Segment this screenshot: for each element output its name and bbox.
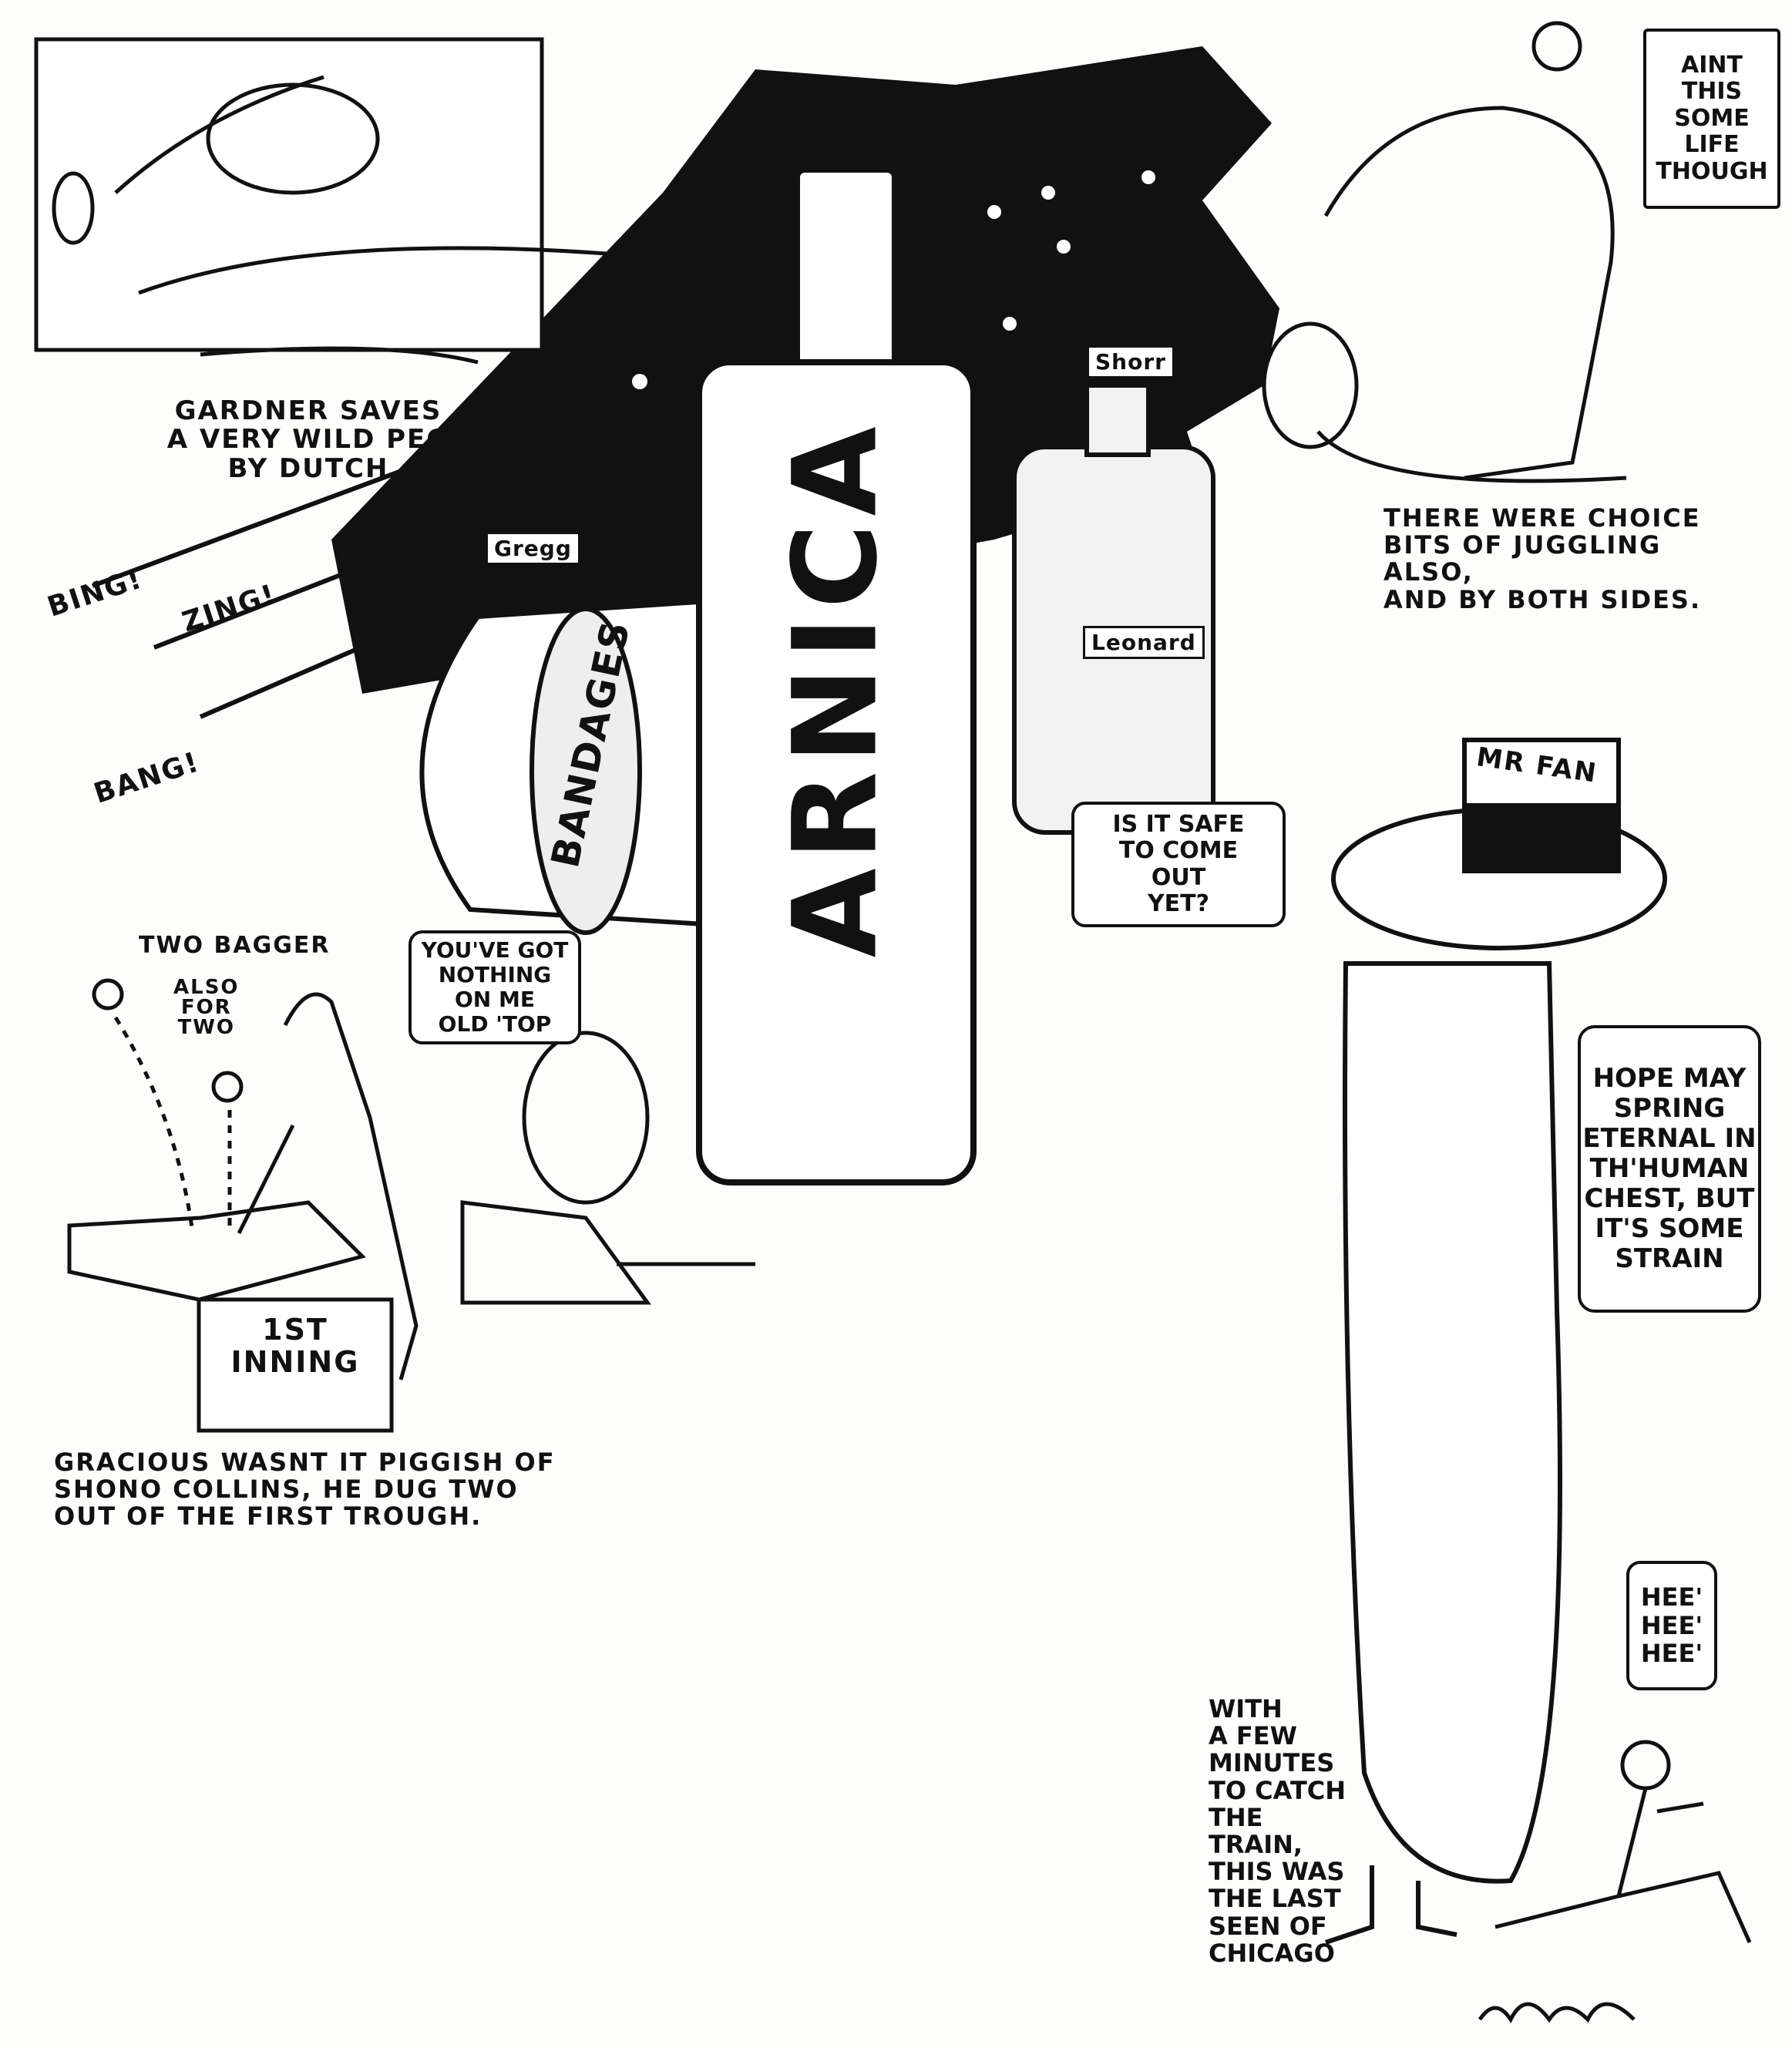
caption-line: seen of [1209, 1911, 1327, 1941]
bottle-label-arnica: Arnica [768, 419, 903, 958]
label-shorr: Shorr [1087, 345, 1175, 378]
bubble-line: Aint [1681, 51, 1743, 79]
caption-line: a very wild peg [166, 424, 450, 456]
streak-lines [91, 360, 718, 719]
label-leonard: Leonard [1083, 626, 1205, 659]
bubble-line: spring [1613, 1092, 1726, 1124]
caption-line: the [1209, 1802, 1263, 1832]
also-for-two-label: Also for two [173, 977, 240, 1037]
label-line: inning [230, 1344, 360, 1379]
juggling-caption: There were choice bits of juggling also,… [1384, 503, 1746, 614]
juggling-speech-bubble: Aint this some life though [1643, 29, 1780, 209]
caption-line: train, [1209, 1829, 1303, 1859]
bubble-line: Hope may [1592, 1062, 1747, 1094]
caption-line: and by both sides. [1384, 584, 1702, 614]
hee-speech-bubble: Hee' Hee' Hee' [1626, 1561, 1717, 1690]
trough-label-1st-inning: 1st inning [199, 1313, 392, 1379]
bubble-line: life [1684, 131, 1740, 159]
caption-line: Gracious wasnt it piggish of [54, 1448, 556, 1477]
gardner-figure [52, 75, 617, 365]
bubble-line: eternal in [1582, 1122, 1757, 1154]
caption-line: With [1209, 1694, 1283, 1723]
caption-line: to catch [1209, 1775, 1347, 1805]
train-caption: With a few minutes to catch the train, t… [1209, 1694, 1347, 1968]
hope-speech-bubble: Hope may spring eternal in th'human ches… [1578, 1025, 1761, 1313]
bubble-line: Is it safe [1112, 810, 1245, 838]
label-line: for [180, 996, 232, 1019]
caption-line: bits of juggling also, [1384, 530, 1662, 587]
bubble-line: to come [1118, 837, 1239, 864]
bubble-line: Hee' [1640, 1610, 1703, 1640]
bubble-line: out [1151, 863, 1206, 891]
mr-fan-figure [1325, 738, 1667, 1945]
shorr-can [1012, 383, 1215, 835]
label-gregg: Gregg [486, 532, 580, 565]
caption-line: minutes [1209, 1748, 1335, 1778]
caption-line: by Dutch [227, 452, 389, 484]
gardner-panel-frame [34, 37, 544, 352]
bubble-line: nothing [438, 961, 552, 987]
caption-line: out of the first trough. [54, 1502, 482, 1532]
bubble-line: yet? [1147, 890, 1210, 917]
stars [632, 170, 1155, 389]
bubble-line: th'human [1589, 1152, 1750, 1184]
caption-line: a few [1209, 1721, 1297, 1751]
trough-caption: Gracious wasnt it piggish of Shono Colli… [54, 1448, 556, 1532]
bubble-line: strain [1615, 1243, 1724, 1275]
bubble-line: this [1681, 78, 1743, 106]
caption-line: this was [1209, 1857, 1345, 1887]
bandages-roll [419, 598, 720, 935]
label-line: Also [173, 976, 240, 999]
gardner-caption: Gardner saves a very wild peg by Dutch [154, 395, 462, 484]
arnica-bottle [696, 166, 977, 1185]
bubble-line: old 'top [438, 1011, 552, 1037]
caption-line: the last [1209, 1884, 1341, 1914]
caption-line: Shono Collins, he dug two [54, 1475, 519, 1505]
bubble-line: Hee' [1640, 1639, 1703, 1669]
trough-scene [67, 978, 755, 1433]
label-line: 1st [262, 1313, 328, 1347]
juggler-figures [1262, 21, 1627, 483]
caption-line: Chicago [1209, 1938, 1335, 1968]
bubble-line: chest, but [1584, 1183, 1755, 1215]
caption-line: There were choice [1384, 503, 1701, 533]
safe-speech-bubble: Is it safe to come out yet? [1071, 802, 1286, 927]
bubble-line: on me [455, 987, 535, 1012]
bubble-line: some [1674, 104, 1750, 132]
bubble-line: it's some [1595, 1213, 1744, 1245]
two-bagger-label: Two bagger [139, 932, 331, 959]
bubble-line: though [1656, 157, 1768, 185]
caption-line: Gardner saves [174, 395, 442, 426]
bubble-line: You've got [421, 937, 569, 963]
label-line: two [177, 1016, 236, 1039]
running-player [1478, 1740, 1752, 2023]
bubble-line: Hee' [1640, 1582, 1703, 1612]
youve-got-speech-bubble: You've got nothing on me old 'top [408, 930, 581, 1044]
